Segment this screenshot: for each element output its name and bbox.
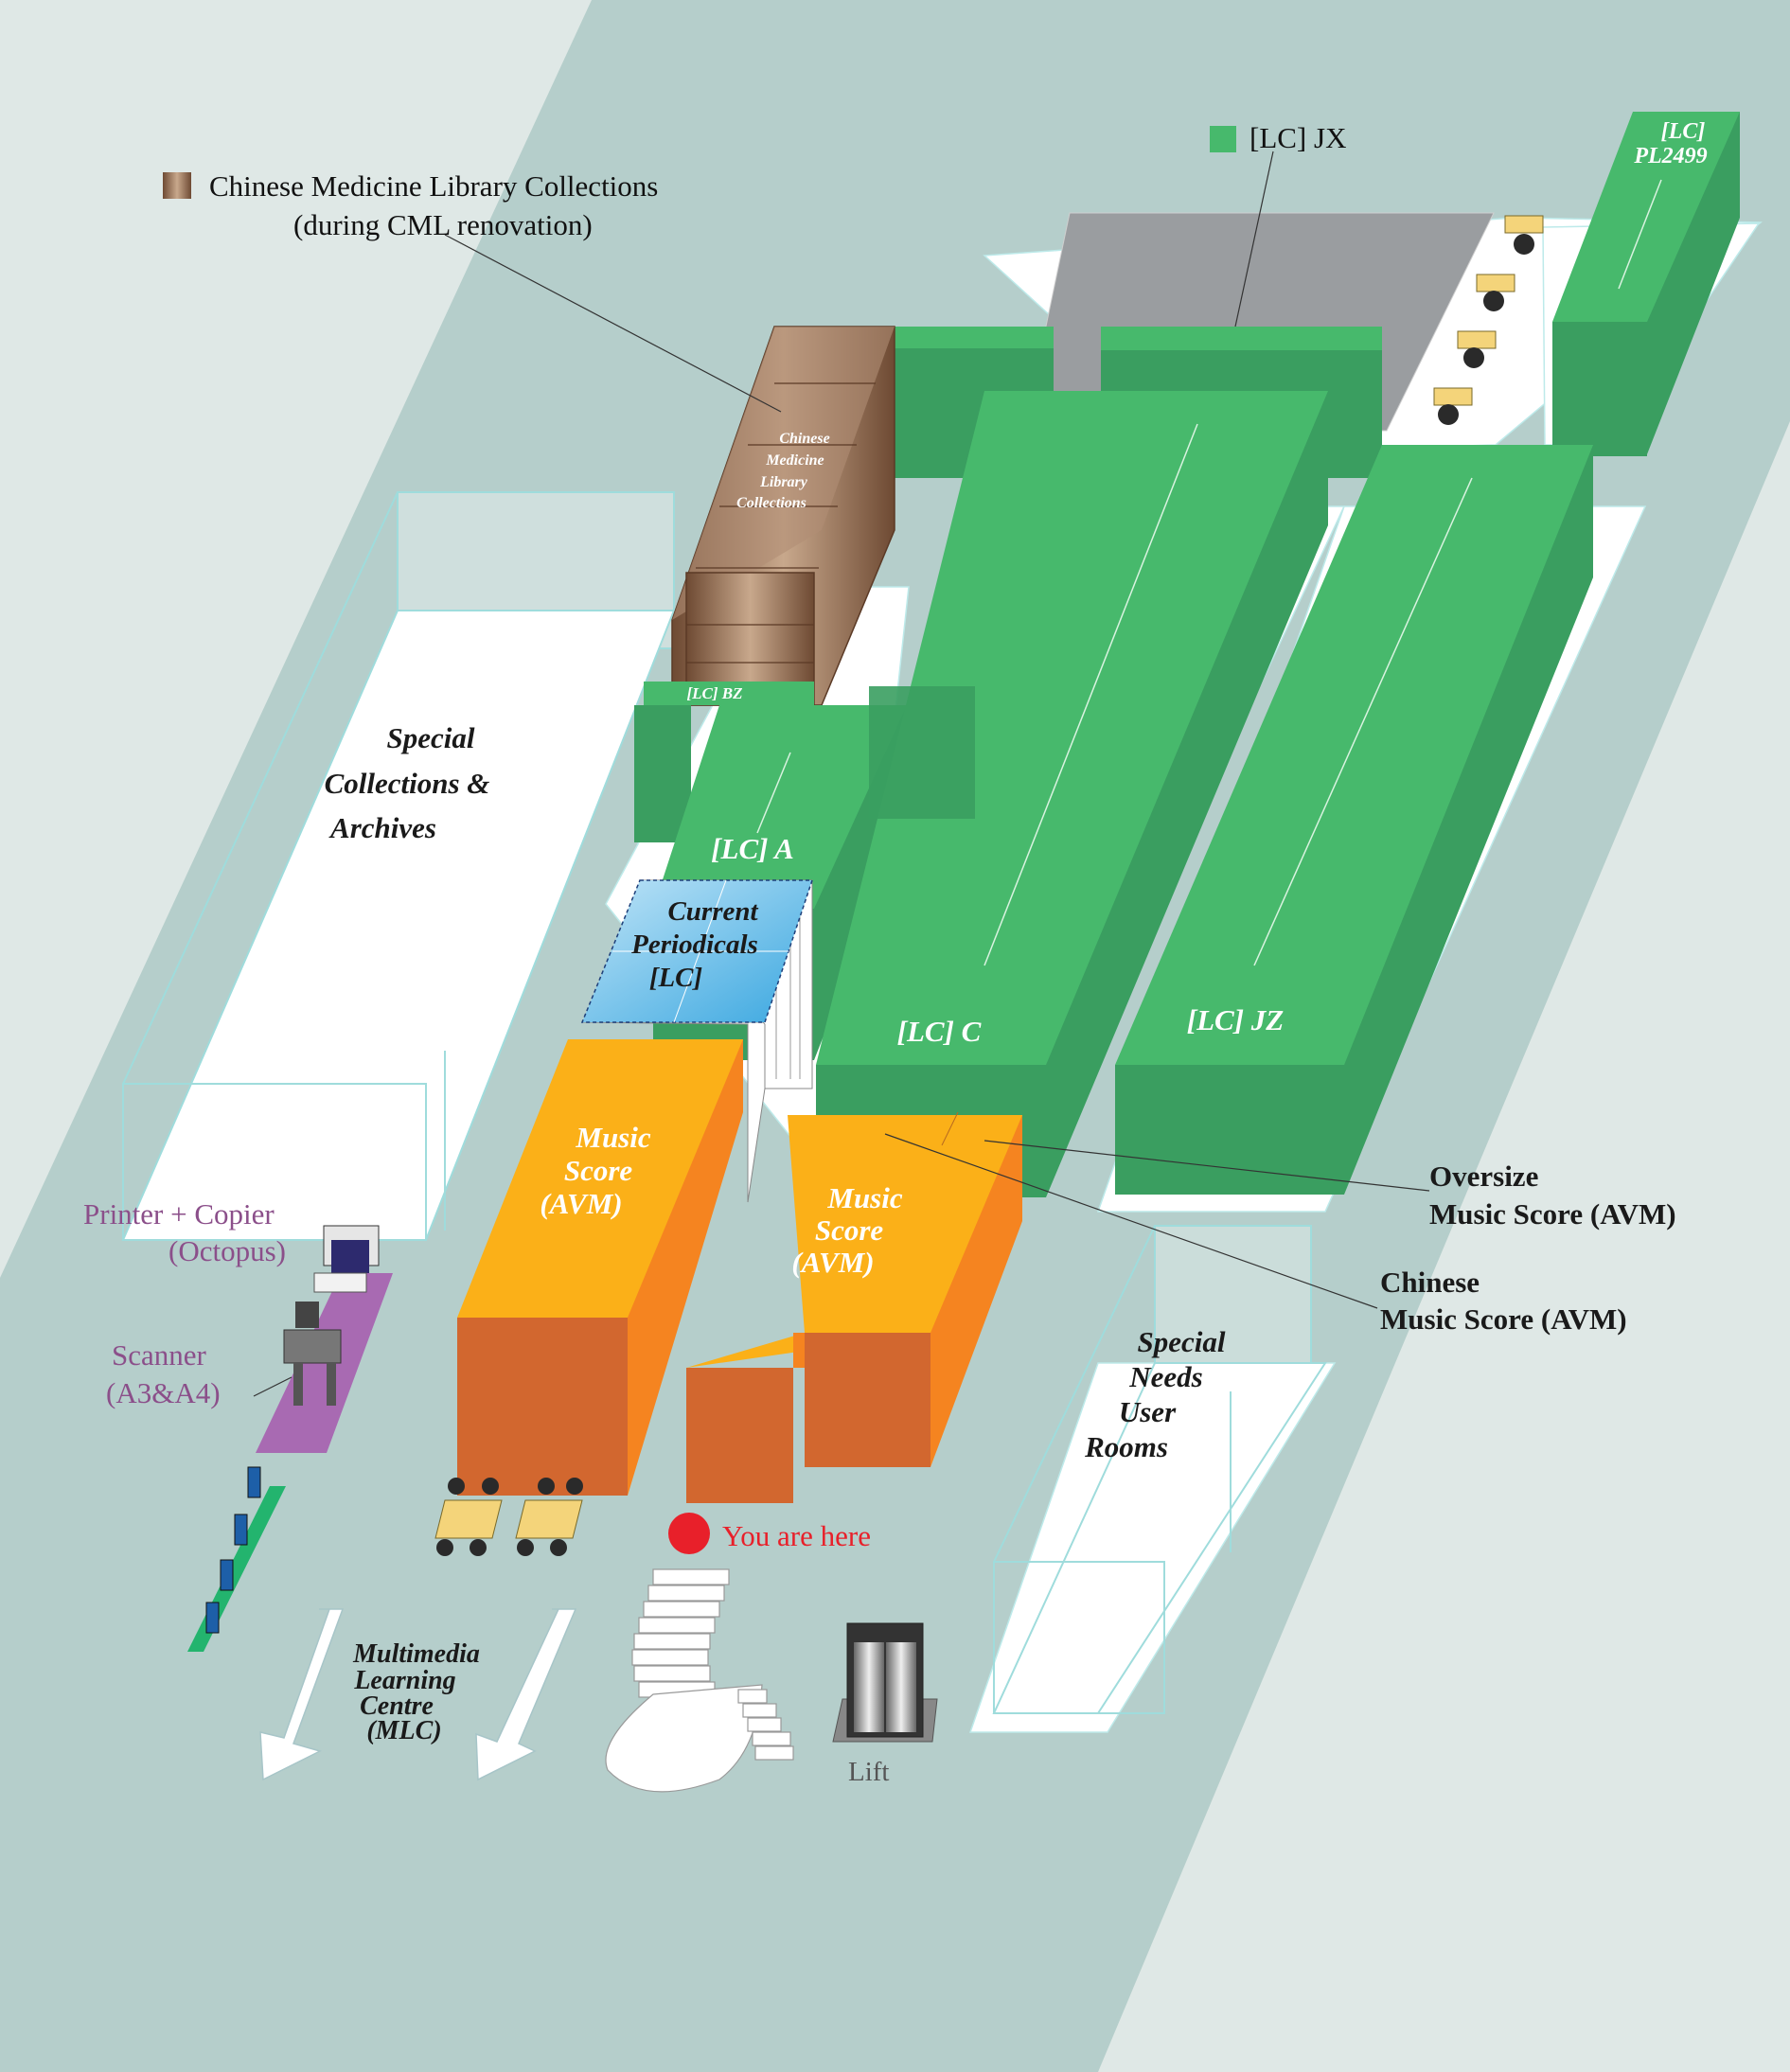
desk-group-upper — [1433, 215, 1544, 425]
printer-copier-label-1: Printer + Copier — [83, 1197, 275, 1231]
lc-jz-label: [LC] JZ — [1187, 1003, 1285, 1036]
special-needs-label-4: Rooms — [1084, 1430, 1168, 1463]
desk-icon — [1476, 274, 1515, 311]
lift-label: Lift — [848, 1757, 890, 1787]
shelf-cml-collections — [671, 326, 895, 706]
music-score-right-label-2: Score — [815, 1213, 884, 1247]
mlc-label-2: Learning — [353, 1666, 455, 1695]
periodicals-label-2: Periodicals — [630, 930, 758, 960]
special-needs-label-3: User — [1119, 1395, 1177, 1428]
lc-bz-label: [LC] BZ — [686, 684, 742, 702]
special-needs-rooms — [992, 1225, 1327, 1714]
special-collections-room — [121, 491, 676, 1241]
oversize-music-label-2: Music Score (AVM) — [1429, 1197, 1676, 1231]
desk-icon — [515, 1478, 583, 1556]
chinese-music-label-1: Chinese — [1380, 1266, 1480, 1299]
desk-icon — [434, 1478, 503, 1556]
lc-jx-legend-label: [LC] JX — [1249, 121, 1346, 154]
oversize-music-label-1: Oversize — [1429, 1160, 1538, 1193]
lc-a-label: [LC] A — [711, 832, 794, 865]
you-are-here-marker — [668, 1513, 710, 1554]
computer-icon — [247, 1466, 261, 1498]
special-needs-label-2: Needs — [1128, 1360, 1202, 1393]
music-score-left-label-1: Music — [575, 1121, 650, 1154]
scanner-icon — [283, 1302, 342, 1406]
computer-icon — [205, 1602, 220, 1634]
shelf-music-score-right — [686, 1111, 1022, 1503]
special-collections-label-3: Archives — [328, 811, 436, 844]
cml-legend-sublabel: (during CML renovation) — [293, 208, 593, 241]
desk-icon — [1457, 330, 1497, 368]
lc-jx-legend-swatch — [1210, 126, 1236, 152]
shelf-music-score-left — [457, 1039, 743, 1496]
lc-pl2499-label-2: PL2499 — [1633, 144, 1707, 168]
special-collections-label-2: Collections & — [325, 767, 490, 800]
lc-pl2499-label-1: [LC] — [1661, 119, 1706, 144]
desk-icon — [1433, 387, 1473, 425]
exit-arrow-icon[interactable] — [259, 1608, 577, 1781]
printer-scanner-area — [256, 1225, 393, 1453]
mlc-label-3: Centre — [360, 1691, 434, 1721]
music-score-right-label-1: Music — [826, 1181, 902, 1214]
shelf-current-periodicals — [580, 879, 814, 1203]
scanner-label-1: Scanner — [112, 1338, 207, 1372]
cml-legend-swatch — [163, 172, 191, 199]
printer-icon — [313, 1225, 380, 1293]
music-score-right-label-3: (AVM) — [791, 1246, 874, 1279]
music-score-left-label-2: Score — [564, 1154, 633, 1187]
chinese-music-label-2: Music Score (AVM) — [1380, 1302, 1627, 1336]
cml-shelf-label-2: Medicine — [765, 452, 824, 469]
leader-lines — [253, 151, 1430, 1397]
cml-shelf-label-3: Library — [759, 474, 808, 490]
computer-icon — [220, 1559, 234, 1591]
cml-shelf-label-1: Chinese — [779, 431, 829, 447]
desk-group-lower — [434, 1478, 583, 1556]
lc-c-label: [LC] C — [897, 1015, 982, 1048]
cml-legend-label: Chinese Medicine Library Collections — [209, 169, 658, 203]
shelf-lc-bz — [634, 682, 814, 842]
special-collections-label-1: Special — [387, 721, 475, 754]
computer-icon — [234, 1514, 248, 1546]
mlc-label-1: Multimedia — [352, 1639, 480, 1669]
computer-row — [187, 1466, 286, 1652]
desk-icon — [1504, 215, 1544, 255]
periodicals-label-1: Current — [667, 896, 758, 927]
you-are-here-label: You are here — [722, 1519, 871, 1552]
staircase-icon[interactable] — [605, 1568, 794, 1793]
periodicals-label-3: [LC] — [649, 963, 702, 993]
cml-shelf-label-4: Collections — [736, 495, 806, 511]
printer-copier-label-2: (Octopus) — [168, 1234, 286, 1267]
music-score-left-label-3: (AVM) — [540, 1187, 622, 1220]
mlc-label-4: (MLC) — [366, 1716, 441, 1745]
lift-icon[interactable] — [832, 1622, 938, 1743]
shelf-lc-pl2499 — [1552, 112, 1740, 456]
scanner-label-2: (A3&A4) — [106, 1376, 221, 1409]
special-needs-label-1: Special — [1138, 1325, 1226, 1358]
